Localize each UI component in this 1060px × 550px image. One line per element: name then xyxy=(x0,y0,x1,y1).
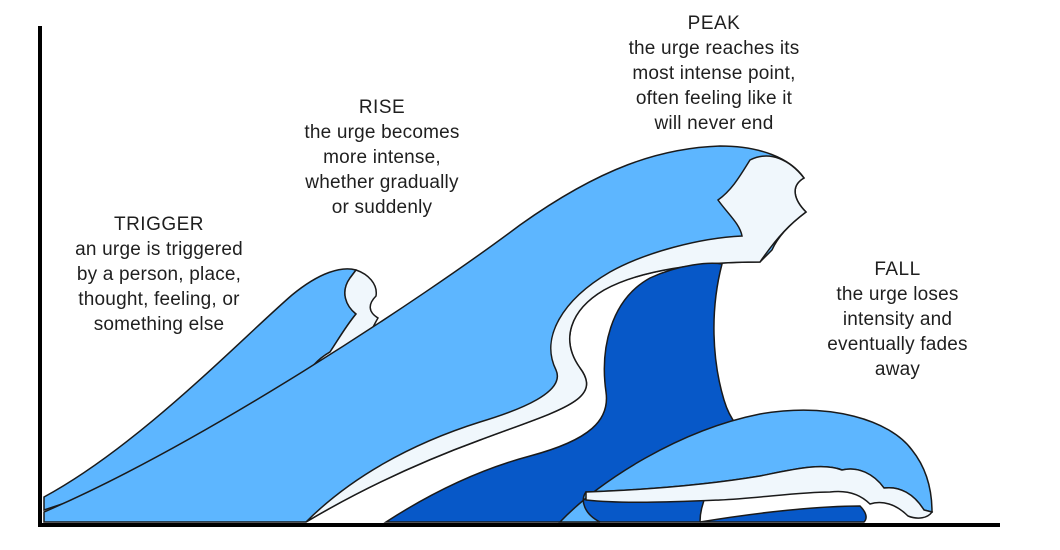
fall-wave-underside xyxy=(699,505,867,523)
peak-description: the urge reaches its most intense point,… xyxy=(628,38,800,134)
trigger-description: an urge is triggered by a person, place,… xyxy=(75,239,243,335)
fall-title: FALL xyxy=(874,259,921,280)
fall-description: the urge loses intensity and eventually … xyxy=(827,284,968,380)
rise-title: RISE xyxy=(358,97,406,118)
peak-title: PEAK xyxy=(687,13,741,34)
trigger-label: TRIGGER an urge is triggered by a person… xyxy=(50,212,268,337)
fall-label: FALL the urge loses intensity and eventu… xyxy=(795,257,1000,382)
peak-wave-foam xyxy=(305,155,808,523)
fall-wave-foam xyxy=(585,465,934,519)
trigger-title: TRIGGER xyxy=(113,214,205,235)
peak-label: PEAK the urge reaches its most intense p… xyxy=(592,11,836,136)
rise-description: the urge becomes more intense, whether g… xyxy=(304,122,460,218)
rise-label: RISE the urge becomes more intense, whet… xyxy=(272,95,492,220)
